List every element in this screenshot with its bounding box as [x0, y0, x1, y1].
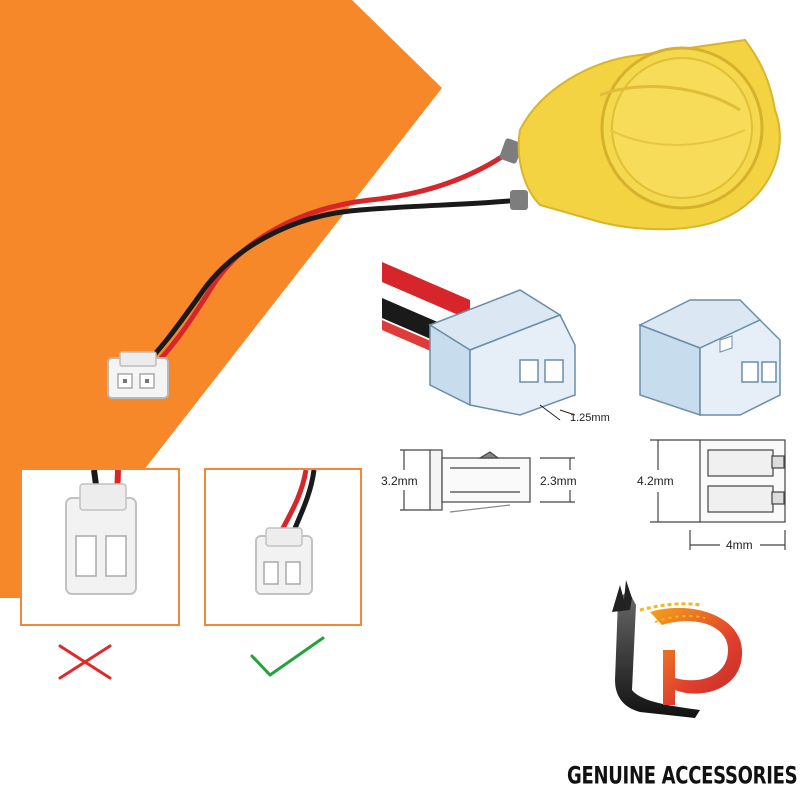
side-profile-left [400, 449, 575, 513]
check-icon [250, 636, 325, 677]
pitch-dimension: 1.25mm [570, 412, 610, 424]
iso-connector-right [638, 299, 781, 417]
side-profile-right [650, 439, 786, 550]
cross-icon [58, 644, 112, 680]
brand-tagline: GENUINE ACCESSORIES [567, 762, 798, 791]
side-height-dimension: 4.2mm [637, 474, 674, 488]
wrong-connector-photo [20, 468, 180, 626]
width-dimension: 4mm [726, 538, 753, 552]
inner-dimension: 2.3mm [540, 474, 577, 488]
height-dimension: 3.2mm [381, 474, 418, 488]
right-connector-photo [204, 468, 362, 626]
iso-connector-left [382, 262, 576, 421]
